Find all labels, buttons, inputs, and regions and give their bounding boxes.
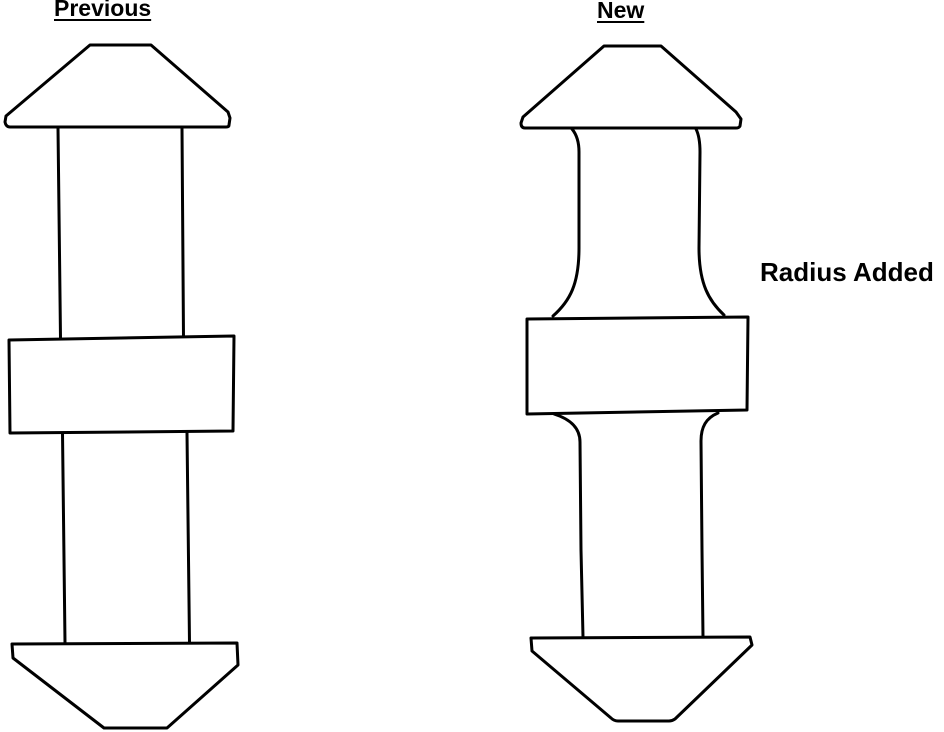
radius-added-annotation: Radius Added [760, 257, 934, 287]
previous-lower-shaft-left-line [61, 431, 67, 645]
new-upper-shaft-right-filleted-line [694, 127, 726, 317]
new-top-head-outline [519, 44, 743, 130]
new-lower-shaft-left-filleted-line [552, 412, 585, 639]
previous-center-block-outline [7, 334, 236, 435]
new-label: New [597, 0, 645, 23]
previous-part-drawing [3, 43, 240, 730]
new-part-drawing [519, 44, 754, 723]
previous-label: Previous [54, 0, 152, 21]
previous-top-head-outline [3, 43, 232, 129]
previous-lower-shaft-right-line [185, 431, 191, 645]
new-bottom-head-outline [529, 635, 754, 723]
new-upper-shaft-left-filleted-line [551, 127, 581, 318]
new-lower-shaft-right-filleted-line [699, 411, 720, 639]
previous-bottom-head-outline [10, 641, 240, 730]
previous-upper-shaft-left-line [56, 126, 62, 340]
new-center-block-outline [525, 315, 750, 416]
previous-upper-shaft-right-line [180, 126, 185, 340]
